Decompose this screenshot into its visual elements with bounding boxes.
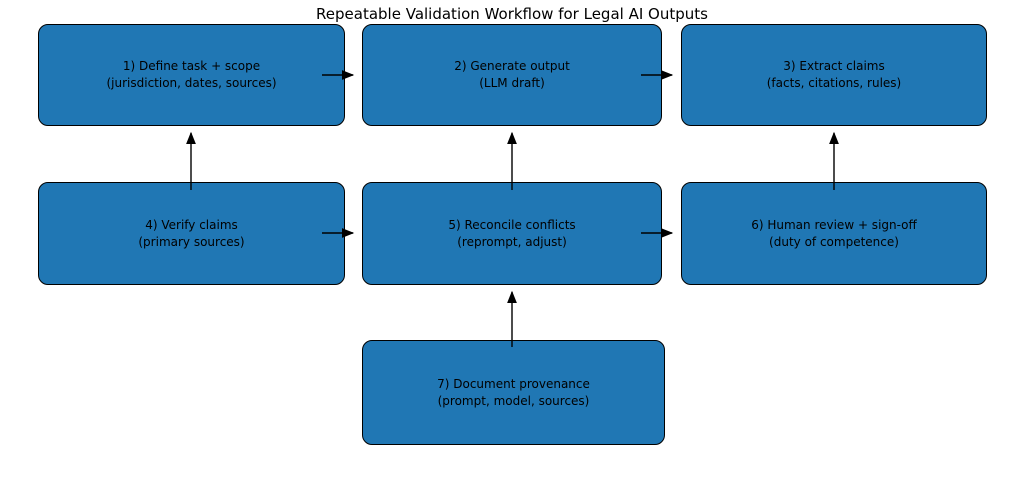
node-reconcile-conflicts: 5) Reconcile conflicts (reprompt, adjust… xyxy=(362,182,662,285)
node-line2: (jurisdiction, dates, sources) xyxy=(106,76,277,90)
node-line1: 5) Reconcile conflicts xyxy=(448,217,576,232)
node-line2: (facts, citations, rules) xyxy=(766,76,902,90)
node-line1: 6) Human review + sign-off xyxy=(751,217,917,232)
node-line1: 4) Verify claims xyxy=(145,217,238,232)
node-line1: 1) Define task + scope xyxy=(122,59,261,73)
node-line2: (primary sources) xyxy=(138,234,245,249)
node-document-provenance: 7) Document provenance (prompt, model, s… xyxy=(362,340,665,445)
node-verify-claims: 4) Verify claims (primary sources) xyxy=(38,182,345,285)
node-line1: 7) Document provenance xyxy=(437,376,590,391)
node-generate-output: 2) Generate output (LLM draft) xyxy=(362,24,662,126)
node-line2: (prompt, model, sources) xyxy=(437,393,590,408)
node-line1: 3) Extract claims xyxy=(783,59,885,73)
diagram-title: Repeatable Validation Workflow for Legal… xyxy=(316,5,708,23)
node-extract-claims: 3) Extract claims (facts, citations, rul… xyxy=(681,24,987,126)
node-line2: (reprompt, adjust) xyxy=(457,234,567,249)
node-line1: 2) Generate output xyxy=(454,59,570,73)
node-line2: (duty of competence) xyxy=(769,234,899,249)
node-line2: (LLM draft) xyxy=(479,76,545,90)
node-define-task-scope: 1) Define task + scope (jurisdiction, da… xyxy=(38,24,345,126)
node-human-review-signoff: 6) Human review + sign-off (duty of comp… xyxy=(681,182,987,285)
